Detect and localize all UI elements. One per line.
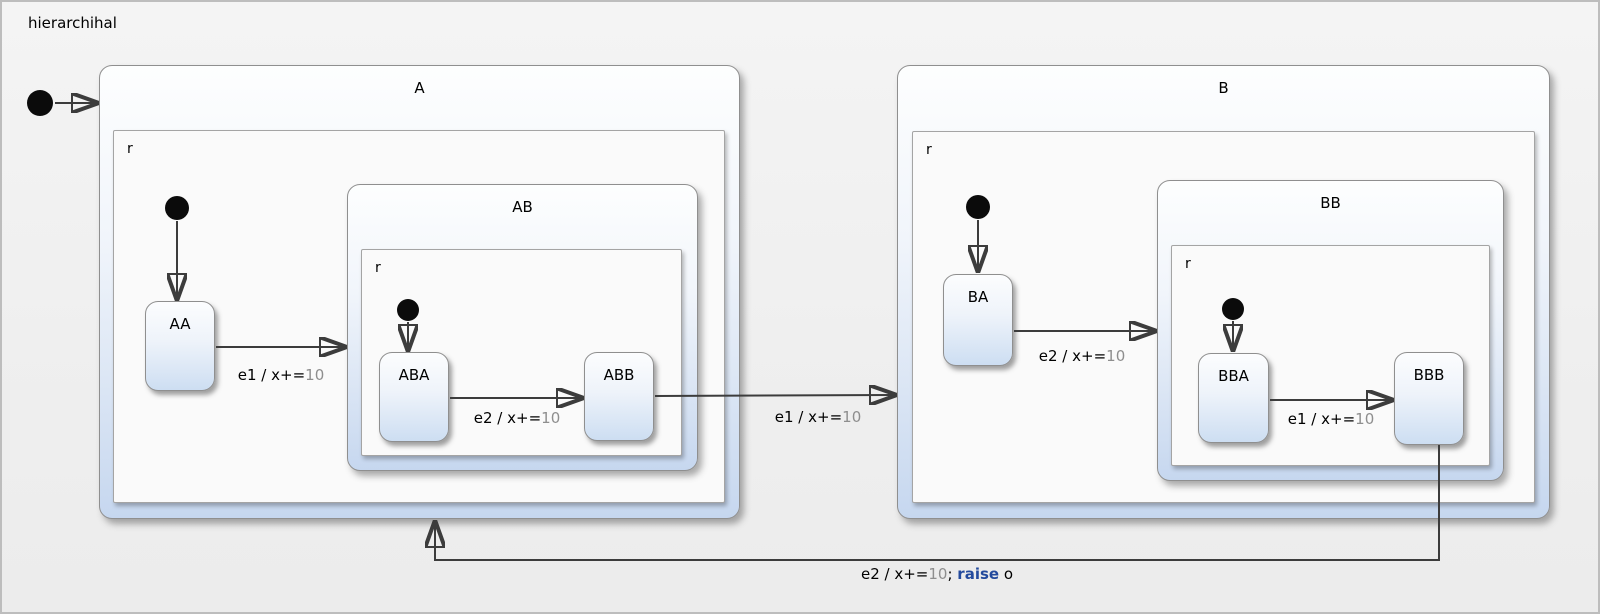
transition-label-BA-BB[interactable]: e2 / x+=10 bbox=[1039, 347, 1125, 365]
transition-label-ABB-B[interactable]: e1 / x+=10 bbox=[775, 408, 861, 426]
raise-keyword: raise bbox=[957, 565, 1000, 583]
transition-event: e2 / x+= bbox=[1038, 347, 1107, 365]
state-BA[interactable]: BA bbox=[943, 274, 1013, 366]
transition-value: 10 bbox=[541, 409, 561, 427]
state-A-title: A bbox=[414, 79, 425, 97]
state-BB-title: BB bbox=[1320, 194, 1341, 212]
state-AB-title: AB bbox=[512, 198, 533, 216]
transition-value: 10 bbox=[305, 366, 325, 384]
initial-state-dot[interactable] bbox=[1222, 298, 1244, 320]
initial-state-dot[interactable] bbox=[397, 299, 419, 321]
state-BBA-title: BBA bbox=[1218, 367, 1249, 385]
state-ABB[interactable]: ABB bbox=[584, 352, 654, 441]
raised-event: o bbox=[999, 565, 1014, 583]
transition-label-ABA-ABB[interactable]: e2 / x+=10 bbox=[474, 409, 560, 427]
state-BBA[interactable]: BBA bbox=[1198, 353, 1269, 443]
state-BA-title: BA bbox=[967, 288, 989, 306]
transition-label-BBA-BBB[interactable]: e1 / x+=10 bbox=[1288, 410, 1374, 428]
state-BBB[interactable]: BBB bbox=[1394, 352, 1464, 445]
transition-value: 10 bbox=[1106, 347, 1126, 365]
transition-label-AA-AB[interactable]: e1 / x+=10 bbox=[238, 366, 324, 384]
transition-label-BBB-A[interactable]: e2 / x+=10; raise o bbox=[861, 565, 1013, 583]
transition-value: 10 bbox=[842, 408, 862, 426]
transition-value: 10 bbox=[928, 565, 948, 583]
initial-state-dot[interactable] bbox=[165, 196, 189, 220]
state-ABA-title: ABA bbox=[398, 366, 430, 384]
transition-event: e1 / x+= bbox=[1287, 410, 1356, 428]
state-B-title: B bbox=[1218, 79, 1229, 97]
region-label: r bbox=[127, 141, 133, 157]
transition-separator: ; bbox=[947, 565, 958, 583]
region-label: r bbox=[375, 260, 381, 276]
transition-value: 10 bbox=[1355, 410, 1375, 428]
state-ABB-title: ABB bbox=[603, 366, 635, 384]
transition-event: e1 / x+= bbox=[774, 408, 843, 426]
transition-event: e2 / x+= bbox=[860, 565, 929, 583]
state-AA-title: AA bbox=[169, 315, 191, 333]
transition-event: e1 / x+= bbox=[237, 366, 306, 384]
state-AA[interactable]: AA bbox=[145, 301, 215, 391]
region-label: r bbox=[926, 142, 932, 158]
initial-state-dot[interactable] bbox=[966, 195, 990, 219]
transition-ABB-to-B[interactable] bbox=[654, 395, 895, 396]
state-ABA[interactable]: ABA bbox=[379, 352, 449, 442]
state-BBB-title: BBB bbox=[1413, 366, 1445, 384]
transition-event: e2 / x+= bbox=[473, 409, 542, 427]
initial-state-dot[interactable] bbox=[27, 90, 53, 116]
transition-BBB-to-A[interactable] bbox=[435, 445, 1440, 561]
statechart-name[interactable]: hierarchihal bbox=[28, 14, 117, 32]
region-label: r bbox=[1185, 256, 1191, 272]
